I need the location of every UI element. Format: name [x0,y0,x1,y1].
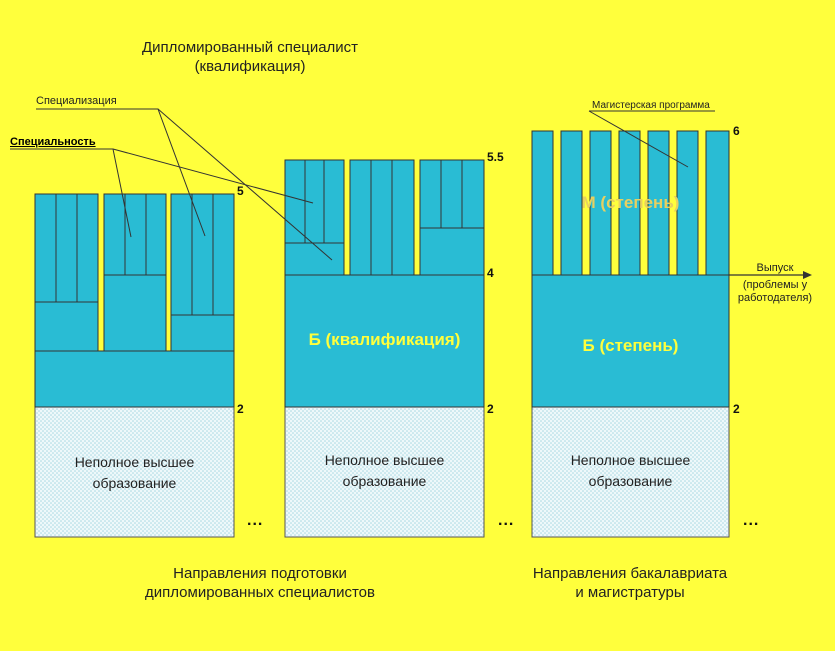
incomplete-line2: образование [588,473,673,489]
caption-right: Направления бакалавриата и магистратуры [480,564,780,602]
incomplete-label-col3: Неполное высшее образование [532,450,729,492]
exit-line2: (проблемы у [742,279,808,291]
level-5: 5 [237,184,244,198]
exit-arrow [729,271,812,279]
column-specialists-1 [34,193,235,538]
incomplete-line1: Неполное высшее [74,454,195,470]
incomplete-block-2 [284,406,485,538]
master-bar [647,130,670,276]
incomplete-block-1 [34,406,235,538]
specialization-label: Специализация [36,95,117,107]
specialty-block-1c [170,193,235,352]
common-block-1 [34,350,235,408]
level-6: 6 [733,124,740,138]
caption-left: Направления подготовки дипломированных с… [110,564,410,602]
masters-program-label: Магистерская программа [592,100,710,111]
incomplete-label-col2: Неполное высшее образование [285,450,484,492]
level-4: 4 [487,266,494,280]
caption-left-line1: Направления подготовки [173,565,347,582]
top-title: Дипломированный специалист (квалификация… [100,38,400,76]
column-bachelor-master [531,130,730,538]
bachelor-degree-label: Б (степень) [582,336,679,355]
column-specialists-2 [284,159,485,538]
caption-left-line2: дипломированных специалистов [145,584,375,601]
ellipsis-col2: ... [498,512,515,529]
level-5-5: 5.5 [487,150,504,164]
incomplete-line1: Неполное высшее [324,452,445,468]
specialty-block-2c [419,159,485,276]
level-2-col3: 2 [733,402,740,416]
master-bar [705,130,730,276]
ellipsis-col3: ... [743,512,760,529]
incomplete-line2: образование [342,473,427,489]
master-bar [618,130,641,276]
specialty-block-1b [103,193,167,352]
level-2-col2: 2 [487,402,494,416]
master-bar [531,130,554,276]
caption-right-line2: и магистратуры [575,584,685,601]
master-bar [589,130,612,276]
master-bar [676,130,699,276]
exit-line1: Выпуск [756,262,794,274]
master-bars [531,130,730,276]
incomplete-label-col1: Неполное высшее образование [35,452,234,494]
incomplete-block-3 [531,406,730,538]
ellipsis-col1: ... [247,512,264,529]
top-title-line2: (квалификация) [194,58,306,75]
master-bar [560,130,583,276]
specialty-block-1a [34,193,99,352]
incomplete-line2: образование [92,475,177,491]
bachelor-degree-block [531,274,730,408]
specialty-block-2a [284,159,345,276]
top-title-line1: Дипломированный специалист [141,39,359,56]
exit-line3: работодателя) [737,292,813,304]
exit-label: Выпуск (проблемы у работодателя) [735,262,815,305]
bachelor-qual-label: Б (квалификация) [308,330,461,349]
incomplete-line1: Неполное высшее [570,452,691,468]
caption-right-line1: Направления бакалавриата [532,565,728,582]
level-2-col1: 2 [237,402,244,416]
specialty-label: Специальность [10,136,96,148]
master-degree-label: М (степень) [581,193,680,212]
specialty-block-2b [349,159,415,276]
pointer-lines [10,108,715,261]
